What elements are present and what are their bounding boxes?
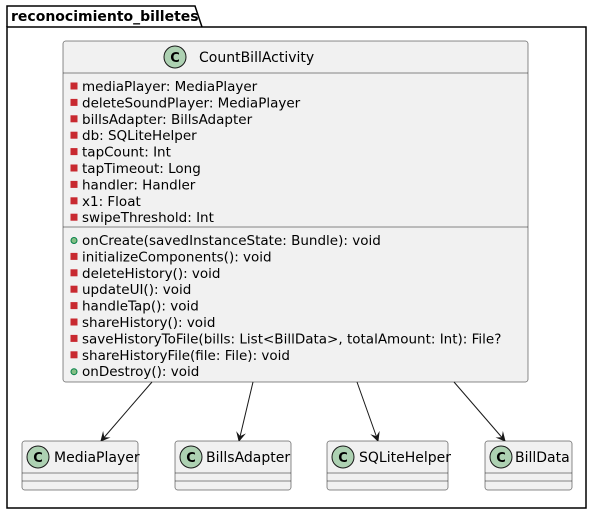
private-visibility-icon [70, 318, 78, 326]
class-method: onCreate(savedInstanceState: Bundle): vo… [82, 233, 381, 249]
public-visibility-icon [70, 368, 78, 376]
package-name: reconocimiento_billetes [11, 9, 199, 25]
class-name: SQLiteHelper [359, 450, 451, 466]
private-visibility-icon [70, 115, 78, 123]
class-icon [489, 445, 513, 469]
private-visibility-icon [70, 98, 78, 106]
class-field: billsAdapter: BillsAdapter [82, 112, 253, 128]
class-icon [331, 445, 355, 469]
class-method: handleTap(): void [82, 299, 199, 315]
class-name: BillsAdapter [206, 450, 290, 466]
private-visibility-icon [70, 252, 78, 260]
class-badge-letter: C [170, 51, 180, 66]
class-box [62, 40, 529, 383]
class-name: BillData [515, 450, 570, 466]
private-visibility-icon [70, 82, 78, 90]
class-name: CountBillActivity [199, 50, 314, 66]
class-fields: mediaPlayer: MediaPlayerdeleteSoundPlaye… [70, 79, 301, 226]
public-visibility-icon [70, 237, 78, 244]
private-visibility-icon [70, 334, 78, 342]
class-box [174, 440, 292, 491]
class-field: tapTimeout: Long [82, 161, 201, 177]
dependency-arrows [100, 381, 506, 442]
class-method: saveHistoryToFile(bills: List<BillData>,… [82, 331, 501, 347]
private-visibility-icon [70, 180, 78, 188]
class-field: swipeThreshold: Int [82, 210, 214, 226]
dependency-arrow-billdata [453, 381, 506, 442]
class-field: mediaPlayer: MediaPlayer [82, 79, 258, 95]
dependency-arrow-billsadapter [236, 381, 254, 442]
private-visibility-icon [70, 131, 78, 139]
class-methods: onCreate(savedInstanceState: Bundle): vo… [70, 233, 501, 380]
class-method: initializeComponents(): void [82, 249, 272, 265]
private-visibility-icon [70, 148, 78, 156]
class-box [21, 440, 139, 491]
private-visibility-icon [70, 302, 78, 310]
package-frame [6, 26, 587, 509]
class-badge-letter: C [33, 451, 43, 466]
private-visibility-icon [70, 213, 78, 221]
class-media-player[interactable]: C MediaPlayer [21, 440, 140, 491]
class-bills-adapter[interactable]: C BillsAdapter [174, 440, 292, 491]
class-method: deleteHistory(): void [82, 266, 221, 282]
class-field: tapCount: Int [82, 145, 171, 161]
class-badge-letter: C [496, 451, 506, 466]
private-visibility-icon [70, 351, 78, 359]
class-field: deleteSoundPlayer: MediaPlayer [82, 95, 301, 111]
class-method: onDestroy(): void [82, 364, 199, 380]
class-method: updateUI(): void [82, 282, 191, 298]
private-visibility-icon [70, 197, 78, 205]
dependency-arrow-mediaplayer [100, 381, 153, 442]
dependency-arrow-sqlitehelper [356, 381, 380, 442]
class-bill-data[interactable]: C BillData [484, 440, 573, 491]
package: reconocimiento_billetes [6, 5, 587, 509]
class-box [326, 440, 449, 491]
class-count-bill-activity[interactable]: C CountBillActivity mediaPlayer: MediaPl… [62, 40, 529, 383]
class-badge-letter: C [186, 451, 196, 466]
class-field: x1: Float [82, 194, 141, 210]
class-field: db: SQLiteHelper [82, 128, 197, 144]
class-name: MediaPlayer [54, 450, 140, 466]
class-method: shareHistoryFile(file: File): void [82, 348, 290, 364]
class-icon: C [163, 45, 187, 69]
class-sqlite-helper[interactable]: C SQLiteHelper [326, 440, 451, 491]
class-icon [26, 445, 50, 469]
private-visibility-icon [70, 164, 78, 172]
class-badge-letter: C [338, 451, 348, 466]
package-tab [6, 5, 203, 28]
class-method: shareHistory(): void [82, 315, 215, 331]
private-visibility-icon [70, 269, 78, 277]
class-field: handler: Handler [82, 177, 196, 193]
class-icon [179, 445, 203, 469]
private-visibility-icon [70, 285, 78, 293]
